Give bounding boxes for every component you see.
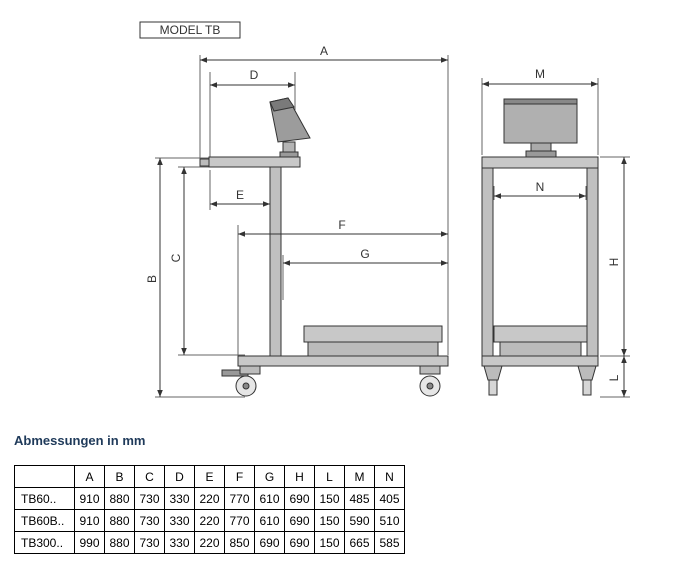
table-cell: 585 [374,531,405,554]
header-G: G [254,465,285,488]
row-model: TB60.. [14,487,75,510]
table-cell: 150 [314,487,345,510]
header-M: M [344,465,375,488]
section-heading: Abmessungen in mm [14,433,146,448]
table-row: TB300.. 990 880 730 330 220 850 690 690 … [14,531,405,554]
side-view [155,55,449,398]
table-cell: 880 [104,487,135,510]
header-D: D [164,465,195,488]
dim-label-D: D [250,68,259,82]
table-cell: 150 [314,509,345,532]
table-cell: 405 [374,487,405,510]
table-cell: 610 [254,487,285,510]
dimensions-table: A B C D E F G H L M N TB60.. 910 880 730… [14,465,405,554]
table-cell: 485 [344,487,375,510]
table-cell: 730 [134,531,165,554]
table-cell: 730 [134,509,165,532]
row-model: TB300.. [14,531,75,554]
table-corner-cell [14,465,75,488]
table-cell: 990 [74,531,105,554]
model-label-text: MODEL TB [160,23,221,37]
side-view-dimensions [157,57,448,397]
dim-label-H: H [607,258,621,267]
table-cell: 330 [164,487,195,510]
dim-label-N: N [536,180,545,194]
table-cell: 850 [224,531,255,554]
dim-label-A: A [320,44,328,58]
header-A: A [74,465,105,488]
table-cell: 730 [134,487,165,510]
dim-label-C: C [169,253,183,262]
header-C: C [134,465,165,488]
header-L: L [314,465,345,488]
table-cell: 220 [194,509,225,532]
header-N: N [374,465,405,488]
dim-label-G: G [360,247,369,261]
table-row: TB60B.. 910 880 730 330 220 770 610 690 … [14,509,405,532]
header-E: E [194,465,225,488]
table-cell: 690 [284,531,315,554]
dim-label-E: E [236,188,244,202]
table-cell: 910 [74,487,105,510]
table-cell: 510 [374,509,405,532]
table-cell: 690 [284,509,315,532]
table-cell: 610 [254,509,285,532]
table-cell: 220 [194,487,225,510]
front-view-dimensions [482,81,627,397]
model-label: MODEL TB [139,21,241,39]
dim-label-M: M [535,67,545,81]
technical-drawing: MODEL TB [139,21,630,398]
header-H: H [284,465,315,488]
table-row: TB60.. 910 880 730 330 220 770 610 690 1… [14,487,405,510]
table-header-row: A B C D E F G H L M N [14,465,405,488]
table-cell: 690 [284,487,315,510]
table-cell: 330 [164,531,195,554]
table-cell: 665 [344,531,375,554]
table-cell: 220 [194,531,225,554]
table-cell: 770 [224,509,255,532]
dim-label-F: F [338,218,345,232]
table-cell: 880 [104,509,135,532]
table-cell: 770 [224,487,255,510]
table-cell: 880 [104,531,135,554]
table-cell: 910 [74,509,105,532]
header-B: B [104,465,135,488]
table-cell: 150 [314,531,345,554]
table-cell: 590 [344,509,375,532]
front-view [481,78,630,398]
dim-label-B: B [145,275,159,283]
row-model: TB60B.. [14,509,75,532]
table-cell: 690 [254,531,285,554]
dim-label-L: L [607,374,621,381]
table-cell: 330 [164,509,195,532]
header-F: F [224,465,255,488]
